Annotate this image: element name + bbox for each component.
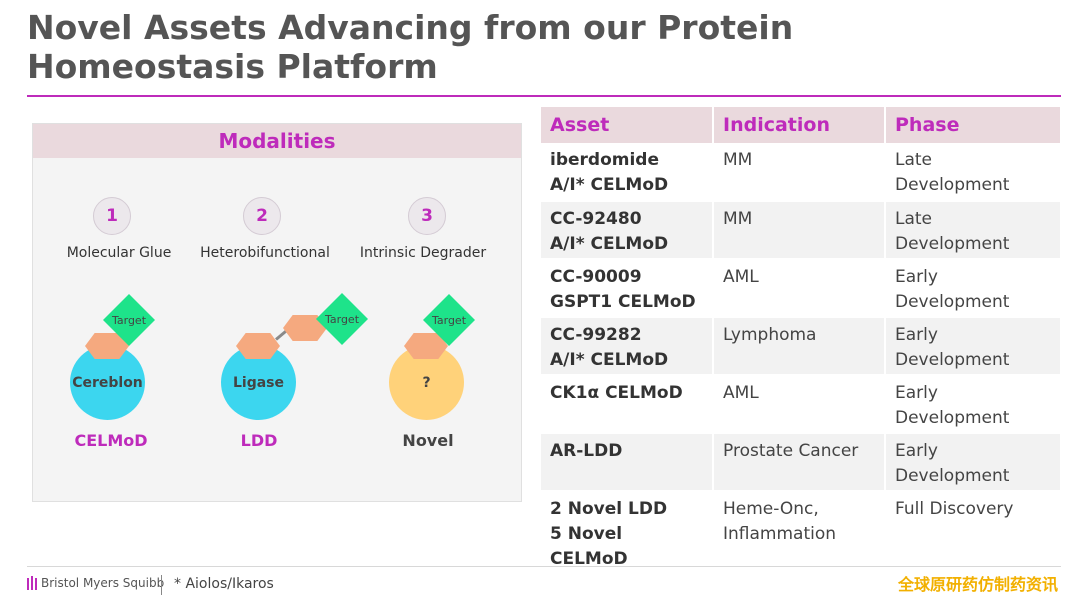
modalities-heading: Modalities <box>218 129 336 153</box>
phase-cell-line: Development <box>895 234 1010 254</box>
target-diamond-2: Target <box>316 293 368 345</box>
asset-cell-line: AR-LDD <box>550 441 623 461</box>
asset-cell-line: CK1α CELMoD <box>550 383 683 403</box>
phase-cell-line: Development <box>895 292 1010 312</box>
phase-cell: Full Discovery <box>884 490 1060 572</box>
phase-cell-line: Early <box>895 267 938 287</box>
logo-text: Bristol Myers Squibb <box>41 576 165 590</box>
caption-novel: Novel <box>402 431 454 450</box>
asset-cell: 2 Novel LDD 5 Novel CELMoD <box>541 490 713 572</box>
phase-cell-line: Development <box>895 466 1010 486</box>
title-divider <box>27 95 1061 97</box>
header-asset: Asset <box>541 107 713 143</box>
modality-name-3: Intrinsic Degrader <box>359 245 487 261</box>
indication-cell: AML <box>712 374 885 433</box>
target-label-1: Target <box>111 313 147 327</box>
table-row: 2 Novel LDD 5 Novel CELMoD Heme-Onc, Inflam… <box>541 490 1060 572</box>
target-label-2: Target <box>324 312 360 326</box>
phase-cell-line: Late <box>895 150 933 170</box>
asset-cell-line: CC-90009 <box>550 267 642 287</box>
asset-cell-line: CC-99282 <box>550 325 642 345</box>
footnote: * Aiolos/Ikaros <box>174 576 274 592</box>
novel-core-label: ? <box>422 374 431 391</box>
phase-cell-line: Development <box>895 350 1010 370</box>
bms-logo-icon <box>27 576 37 590</box>
asset-cell: AR-LDD <box>541 432 713 491</box>
asset-cell-line: iberdomide <box>550 150 659 170</box>
phase-cell-line: Early <box>895 325 938 345</box>
indication-cell-line: Inflammation <box>723 524 837 544</box>
target-label-3: Target <box>431 313 467 327</box>
phase-cell-line: Development <box>895 175 1010 195</box>
ligase-binder-shape <box>236 333 280 359</box>
indication-cell-line: AML <box>723 267 759 287</box>
modality-name-2: Heterobifunctional <box>200 245 330 261</box>
asset-cell-line: A/I* CELMoD <box>550 175 669 195</box>
phase-cell-line: Early <box>895 383 938 403</box>
modalities-header: Modalities <box>33 124 521 158</box>
asset-cell-line: 2 Novel LDD <box>550 499 668 519</box>
asset-cell-line: CC-92480 <box>550 209 642 229</box>
caption-celmod: CELMoD <box>74 431 148 450</box>
indication-cell-line: Prostate Cancer <box>723 441 859 461</box>
page-title: Novel Assets Advancing from our Protein … <box>27 8 794 86</box>
target-diamond-1: Target <box>103 294 155 346</box>
indication-cell: Lymphoma <box>712 316 885 375</box>
asset-cell: CK1α CELMoD <box>541 374 713 433</box>
indication-cell-line: Heme-Onc, <box>723 499 819 519</box>
company-logo: Bristol Myers Squibb <box>27 576 164 590</box>
indication-cell-line: AML <box>723 383 759 403</box>
target-diamond-3: Target <box>423 294 475 346</box>
modality-number-1: 1 <box>93 197 131 235</box>
indication-cell: MM <box>712 200 885 259</box>
footer-divider <box>27 566 1061 567</box>
indication-cell-line: MM <box>723 150 753 170</box>
indication-cell-line: MM <box>723 209 753 229</box>
asset-cell-line: A/I* CELMoD <box>550 234 669 254</box>
phase-cell-line: Development <box>895 408 1010 428</box>
modality-number-3: 3 <box>408 197 446 235</box>
table-header-row: Asset Indication Phase <box>541 107 1060 143</box>
phase-cell-line: Late <box>895 209 933 229</box>
cereblon-label: Cereblon <box>72 374 143 391</box>
header-phase: Phase <box>884 107 1060 143</box>
indication-cell: AML <box>712 258 885 317</box>
modalities-panel: Modalities 1 2 3 Molecular Glue Heterobi… <box>32 123 522 502</box>
indication-cell: Heme-Onc, Inflammation <box>712 490 885 572</box>
modality-number-2: 2 <box>243 197 281 235</box>
phase-cell-line: Full Discovery <box>895 499 1014 519</box>
indication-cell: MM <box>712 143 885 201</box>
watermark: 全球原研药仿制药资讯 <box>897 575 1058 594</box>
asset-cell-line: A/I* CELMoD <box>550 350 669 370</box>
indication-cell: Prostate Cancer <box>712 432 885 491</box>
indication-cell-line: Lymphoma <box>723 325 817 345</box>
phase-cell-line: Early <box>895 441 938 461</box>
header-indication: Indication <box>712 107 885 143</box>
footer-separator <box>161 575 162 595</box>
modality-name-1: Molecular Glue <box>66 245 172 261</box>
caption-ldd: LDD <box>240 431 278 450</box>
ligase-label: Ligase <box>232 374 285 391</box>
asset-cell-line: GSPT1 CELMoD <box>550 292 696 312</box>
asset-cell-line: 5 Novel CELMoD <box>550 524 628 569</box>
